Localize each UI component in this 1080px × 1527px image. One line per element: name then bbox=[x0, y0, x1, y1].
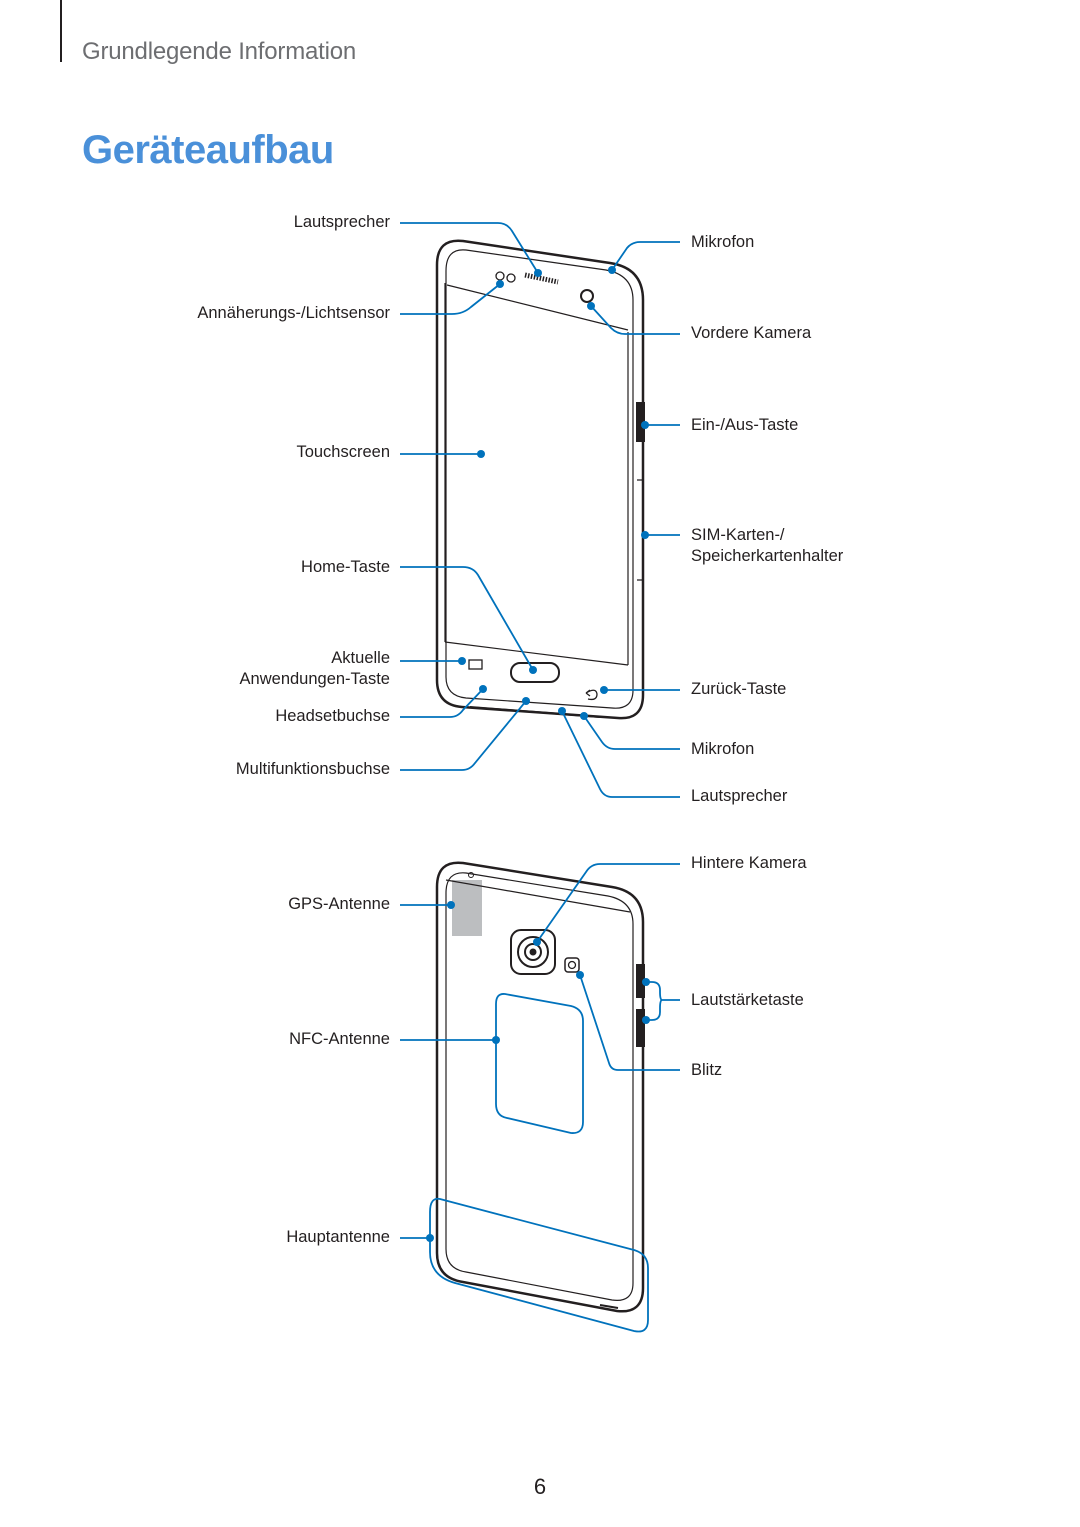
label-nfc-antenne: NFC-Antenne bbox=[289, 1030, 390, 1048]
label-anwendungen-taste: Anwendungen-Taste bbox=[239, 670, 390, 688]
label-blitz: Blitz bbox=[691, 1061, 723, 1079]
phone-back bbox=[435, 861, 645, 1313]
section-title: Grundlegende Information bbox=[82, 38, 357, 65]
label-gps-antenne: GPS-Antenne bbox=[288, 895, 390, 913]
label-lautsprecher-top: Lautsprecher bbox=[293, 213, 390, 231]
label-multifunktionsbuchse: Multifunktionsbuchse bbox=[235, 760, 390, 778]
label-mikrofon-bottom: Mikrofon bbox=[691, 740, 755, 758]
label-mikrofon-top: Mikrofon bbox=[691, 233, 755, 251]
phone-front bbox=[435, 239, 645, 720]
label-aktuelle: Aktuelle bbox=[331, 649, 390, 667]
label-speicherkartenhalter: Speicherkartenhalter bbox=[691, 547, 844, 565]
label-home-taste: Home-Taste bbox=[301, 558, 390, 576]
label-hauptantenne: Hauptantenne bbox=[286, 1228, 390, 1246]
label-naeherungssensor: Annäherungs-/Lichtsensor bbox=[197, 304, 390, 322]
label-ein-aus-taste: Ein-/Aus-Taste bbox=[691, 416, 799, 434]
label-sim-karten: SIM-Karten-/ bbox=[691, 526, 785, 544]
label-vordere-kamera: Vordere Kamera bbox=[691, 324, 812, 342]
callout-dots-back bbox=[426, 901, 650, 1242]
label-zurueck-taste: Zurück-Taste bbox=[691, 680, 787, 698]
page-title: Geräteaufbau bbox=[82, 128, 334, 172]
label-touchscreen: Touchscreen bbox=[296, 443, 390, 461]
callouts-back bbox=[400, 863, 680, 1333]
label-lautstaerketaste: Lautstärketaste bbox=[691, 991, 804, 1009]
callouts-front bbox=[400, 222, 680, 798]
page-number: 6 bbox=[533, 1474, 547, 1499]
header-rule bbox=[60, 0, 62, 62]
label-headsetbuchse: Headsetbuchse bbox=[275, 707, 390, 725]
callout-dots-front bbox=[458, 266, 649, 720]
label-lautsprecher-bottom: Lautsprecher bbox=[691, 787, 788, 805]
label-hintere-kamera: Hintere Kamera bbox=[691, 854, 807, 872]
